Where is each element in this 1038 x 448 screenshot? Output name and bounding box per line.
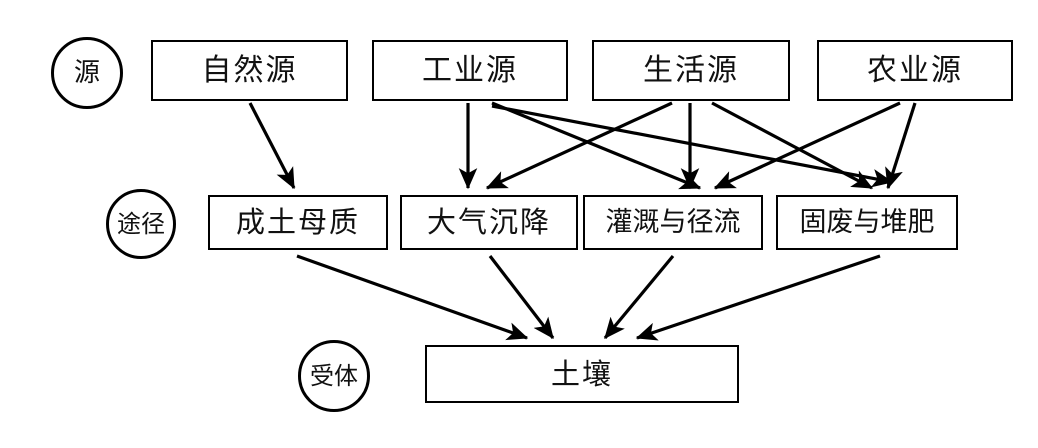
node-domestic-source[interactable]: 生活源	[592, 40, 790, 101]
edge-industrial-to-irrigation	[491, 101, 702, 190]
edge-domestic-to-atmospheric	[485, 101, 673, 190]
node-label: 工业源	[422, 52, 518, 88]
node-label: 土壤	[550, 356, 613, 391]
node-solid-waste-compost[interactable]: 固废与堆肥	[776, 195, 958, 250]
lane-circle-source: 源	[51, 37, 123, 109]
edge-domestic-to-solid-waste	[711, 101, 874, 190]
node-label: 生活源	[643, 52, 739, 88]
node-soil[interactable]: 土壤	[425, 345, 739, 403]
node-atmospheric-deposition[interactable]: 大气沉降	[400, 195, 578, 250]
lane-label-source: 源	[73, 58, 100, 88]
edge-parent-material-to-soil	[296, 254, 529, 341]
node-label: 固废与堆肥	[799, 207, 935, 238]
lane-label-receptor: 受体	[310, 362, 358, 390]
edge-irrigation-to-soil	[603, 254, 675, 340]
edge-solid-waste-to-soil	[635, 254, 881, 341]
edge-atmospheric-to-soil	[488, 255, 555, 340]
node-label: 自然源	[201, 52, 298, 88]
node-natural-source[interactable]: 自然源	[151, 40, 348, 101]
edge-industrial-to-solid-waste	[491, 104, 894, 188]
edge-natural-to-parent-material	[248, 102, 296, 190]
node-label: 大气沉降	[426, 205, 551, 239]
edge-agriculture-to-solid-waste	[885, 102, 917, 190]
node-label: 农业源	[867, 52, 963, 88]
lane-circle-receptor: 受体	[298, 340, 370, 412]
node-label: 成土母质	[235, 205, 360, 239]
node-label: 灌溉与径流	[605, 207, 741, 238]
node-agricultural-source[interactable]: 农业源	[817, 40, 1013, 101]
node-irrigation-runoff[interactable]: 灌溉与径流	[583, 195, 763, 250]
node-parent-material[interactable]: 成土母质	[208, 195, 388, 250]
lane-circle-pathway: 途径	[106, 189, 176, 259]
node-industrial-source[interactable]: 工业源	[372, 40, 568, 101]
lane-label-pathway: 途径	[117, 210, 165, 238]
edge-agriculture-to-irrigation	[713, 101, 901, 190]
